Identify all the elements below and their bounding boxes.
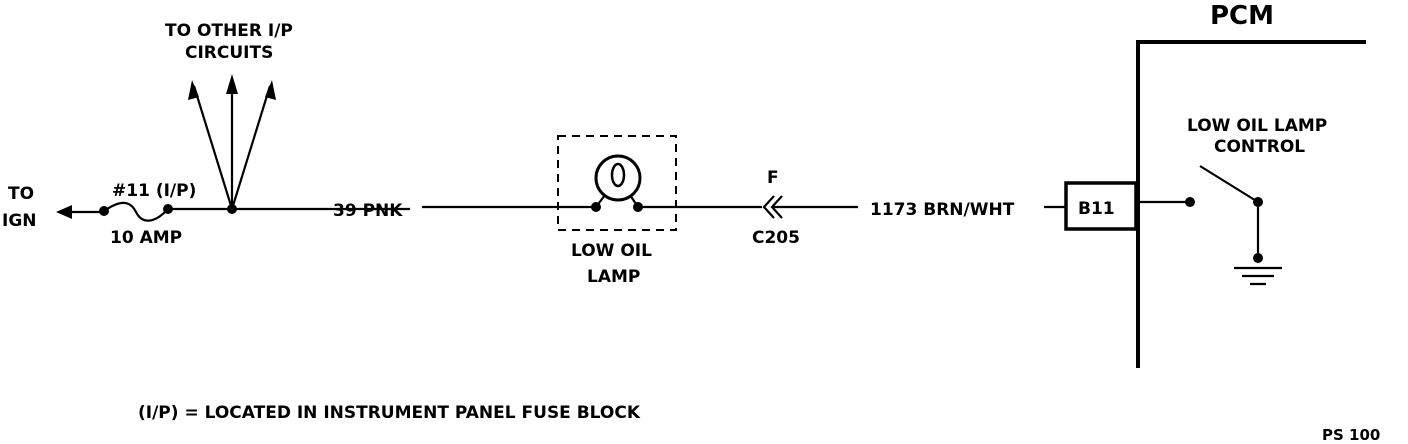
branch-wire-left xyxy=(192,85,234,210)
connector-id: C205 xyxy=(752,228,800,248)
wire2-label: 1173 BRN/WHT xyxy=(870,200,1015,220)
fuse-symbol xyxy=(103,201,169,222)
arrow-up-icon-center xyxy=(226,74,238,94)
lamp-terminal-left xyxy=(591,202,601,212)
pcm-boundary xyxy=(1136,40,1366,368)
other-circuits-line2: CIRCUITS xyxy=(185,43,273,63)
ign-arrow-icon xyxy=(56,205,72,219)
branch-wire-right xyxy=(230,85,272,210)
arrow-up-icon-right xyxy=(265,80,276,100)
pcm-title: PCM xyxy=(1210,1,1274,31)
connector-pin: F xyxy=(767,168,779,188)
ground-node xyxy=(1253,253,1263,263)
lamp-housing xyxy=(557,135,677,231)
lamp-label-line2: LAMP xyxy=(587,267,640,287)
switch-arm xyxy=(1199,165,1259,203)
figure-code: PS 100 xyxy=(1322,426,1380,444)
control-label-line1: LOW OIL LAMP xyxy=(1187,116,1327,136)
ground-icon xyxy=(1234,266,1282,286)
other-circuits-line1: TO OTHER I/P xyxy=(165,21,293,41)
switch-contact xyxy=(1185,197,1195,207)
fuse-id: #11 (I/P) xyxy=(112,181,196,201)
terminal-id: B11 xyxy=(1078,199,1115,219)
connector-chevron-1 xyxy=(762,195,775,219)
lamp-filament-icon xyxy=(610,162,626,188)
lamp-label-line1: LOW OIL xyxy=(571,241,652,261)
arrow-up-icon-left xyxy=(188,80,199,100)
ign-label-line1: TO xyxy=(8,184,34,204)
ign-label-line2: IGN xyxy=(2,211,37,231)
terminal-box xyxy=(1064,181,1138,231)
footnote: (I/P) = LOCATED IN INSTRUMENT PANEL FUSE… xyxy=(138,403,641,423)
fuse-rating: 10 AMP xyxy=(110,228,182,248)
control-label-line2: CONTROL xyxy=(1214,137,1305,157)
lamp-bulb-icon xyxy=(594,154,642,202)
wire1-label: 39 PNK xyxy=(333,201,403,221)
